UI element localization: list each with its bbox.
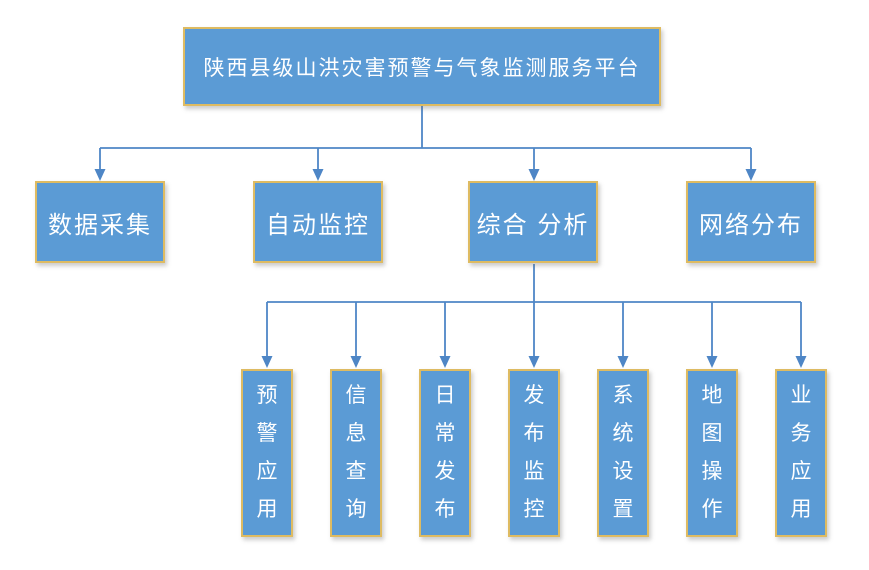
- node-label: 业务应用: [790, 384, 812, 521]
- node-label: 陕西县级山洪灾害预警与气象监测服务平台: [203, 56, 641, 80]
- node-label: 综合 分析: [476, 211, 590, 239]
- node-label: 数据采集: [48, 211, 152, 239]
- arrowhead-icon: [528, 169, 540, 181]
- node-network-distribution: 网络分布: [686, 181, 816, 263]
- node-label: 网络分布: [699, 211, 803, 239]
- node-label: 日常发布: [434, 384, 456, 521]
- node-comprehensive-analysis: 综合 分析: [468, 181, 598, 263]
- arrowhead-icon: [745, 169, 757, 181]
- arrowhead-icon: [795, 356, 807, 368]
- node-data-collection: 数据采集: [35, 181, 165, 263]
- arrowhead-icon: [94, 169, 106, 181]
- arrowhead-icon: [261, 356, 273, 368]
- node-info-query: 信息查询: [330, 369, 382, 537]
- arrowhead-icon: [350, 356, 362, 368]
- node-label: 自动监控: [266, 211, 370, 239]
- node-platform-root: 陕西县级山洪灾害预警与气象监测服务平台: [183, 27, 661, 106]
- node-label: 系统设置: [612, 384, 634, 521]
- arrowhead-icon: [312, 169, 324, 181]
- node-business-application: 业务应用: [775, 369, 827, 537]
- node-warning-application: 预警应用: [241, 369, 293, 537]
- arrowhead-icon: [706, 356, 718, 368]
- arrowhead-icon: [439, 356, 451, 368]
- node-label: 预警应用: [256, 384, 278, 521]
- node-system-settings: 系统设置: [597, 369, 649, 537]
- node-auto-monitoring: 自动监控: [253, 181, 383, 263]
- arrowhead-icon: [617, 356, 629, 368]
- arrowhead-icon: [528, 356, 540, 368]
- node-label: 地图操作: [701, 384, 723, 521]
- node-label: 信息查询: [345, 384, 367, 521]
- node-label: 发布监控: [523, 384, 545, 521]
- node-daily-release: 日常发布: [419, 369, 471, 537]
- node-map-operations: 地图操作: [686, 369, 738, 537]
- node-release-monitoring: 发布监控: [508, 369, 560, 537]
